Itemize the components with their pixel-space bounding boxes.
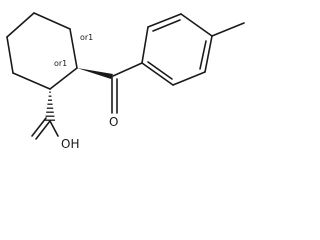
ring-bond (33, 12, 71, 30)
ring-bond (147, 13, 182, 28)
chemical-structure: or1 or1 OH O (6, 12, 245, 151)
ring-bond (141, 26, 149, 64)
hashed-bond (45, 91, 55, 121)
c-oh-bond (49, 120, 59, 137)
cyclohexane-ring (6, 12, 78, 90)
carbonyl-oxygen-label: O (109, 115, 118, 129)
aromatic-inner-bond (199, 40, 207, 70)
ring-bond (141, 62, 174, 86)
stereo-label-c1: or1 (80, 33, 93, 42)
ring-bond (12, 72, 51, 90)
hydroxyl-label: OH (61, 137, 79, 151)
stereo-label-c2: or1 (54, 59, 67, 68)
aromatic-inner-bond (147, 61, 173, 80)
aromatic-inner-bond (152, 19, 181, 32)
carboxylic-acid-group (31, 117, 59, 140)
c-o-double-bond (31, 117, 47, 137)
wedge-bond (77, 68, 113, 79)
ring-bond (204, 35, 213, 73)
ring-bond (69, 28, 78, 69)
aryl-bond (112, 62, 143, 77)
ring-bond (172, 71, 206, 86)
benzene-ring (141, 13, 213, 86)
ring-bond (49, 67, 78, 90)
ketone-group (111, 76, 118, 114)
ring-bond (6, 12, 35, 38)
ring-bond (6, 36, 14, 74)
ring-bond (180, 13, 213, 37)
c-o-double-bond (35, 120, 51, 140)
methyl-bond (211, 22, 245, 37)
